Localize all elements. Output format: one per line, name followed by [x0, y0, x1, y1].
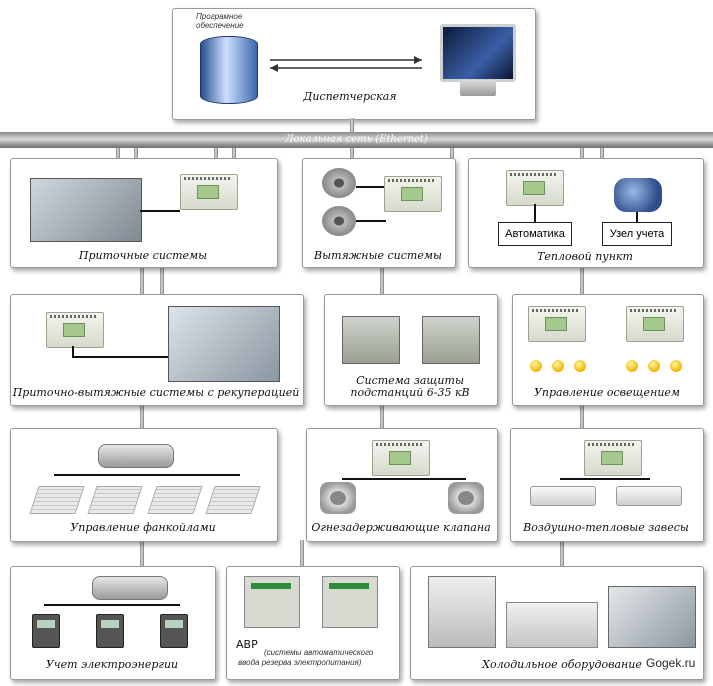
plc-controller-icon [506, 170, 564, 206]
control-wire [72, 346, 74, 358]
substation-label-line1: Система защиты [356, 374, 464, 387]
air-curtain-icon [616, 486, 682, 506]
cooling-label: Холодильное оборудование [482, 658, 642, 671]
plc-controller-icon [372, 440, 430, 476]
network-cable [600, 148, 604, 160]
electricity-meter-icon [32, 614, 60, 648]
network-cable [232, 148, 236, 160]
network-label: Локальная сеть (Ethernet) [285, 134, 428, 145]
plc-controller-icon [626, 306, 684, 342]
network-cable [140, 268, 144, 294]
monitor-icon [440, 24, 516, 82]
light-bulb-icon [552, 360, 564, 372]
network-switch-icon [98, 444, 174, 468]
relay-cabinet-icon [422, 316, 480, 364]
software-label: Програмное обеспечение [196, 12, 244, 30]
fancoil-cassette-icon [205, 486, 261, 514]
network-cable [140, 404, 144, 428]
control-room-label: Диспетчерская [303, 90, 397, 103]
substation-label-line2: подстанций 6-35 кВ [350, 386, 470, 399]
light-bulb-icon [574, 360, 586, 372]
plc-controller-icon [180, 174, 238, 210]
flow-meter-icon [614, 178, 662, 212]
relay-cabinet-icon [342, 316, 400, 364]
industrial-chiller-icon [608, 586, 696, 648]
database-icon [200, 36, 258, 104]
network-bus [0, 132, 713, 148]
network-cable [116, 148, 120, 160]
control-wire [72, 356, 168, 358]
fancoil-label: Управление фанкойлами [70, 521, 216, 534]
recuperation-label: Приточно-вытяжные системы с рекуперацией [12, 386, 300, 399]
light-bulb-icon [530, 360, 542, 372]
monitor-stand [460, 80, 496, 96]
avr-subtitle-line1: (системы автоматического [264, 648, 374, 657]
light-bulb-icon [670, 360, 682, 372]
control-wire [342, 478, 466, 480]
control-wire [54, 474, 240, 476]
avr-cabinet-icon [322, 576, 378, 628]
sync-arrows-icon [266, 54, 426, 74]
network-cable [450, 148, 454, 160]
electricity-meter-icon [160, 614, 188, 648]
electricity-meter-icon [96, 614, 124, 648]
exhaust-systems-label: Вытяжные системы [314, 249, 442, 262]
network-cable [300, 540, 304, 566]
control-wire [140, 210, 180, 212]
network-cable [350, 118, 354, 132]
chiller-icon [428, 576, 496, 648]
air-curtain-label: Воздушно-тепловые завесы [523, 521, 689, 534]
heat-point-label: Тепловой пункт [537, 250, 633, 263]
light-bulb-icon [626, 360, 638, 372]
recuperator-unit-icon [168, 306, 280, 382]
control-wire [44, 604, 180, 606]
control-wire [534, 204, 536, 222]
meter-unit-box: Узел учета [602, 222, 672, 246]
automation-box: Автоматика [498, 222, 572, 246]
air-handling-unit-icon [30, 178, 142, 242]
fan-icon [322, 168, 356, 198]
avr-title: АВР [236, 638, 258, 651]
network-cable [140, 540, 144, 566]
control-wire [356, 220, 386, 222]
fire-damper-icon [448, 482, 484, 514]
supply-systems-label: Приточные системы [78, 249, 208, 262]
network-switch-icon [92, 576, 168, 600]
control-wire [560, 478, 650, 480]
light-bulb-icon [648, 360, 660, 372]
network-cable [160, 268, 164, 294]
network-cable [350, 148, 354, 160]
fancoil-cassette-icon [87, 486, 143, 514]
lighting-label: Управление освещением [533, 386, 681, 399]
fan-icon [322, 206, 356, 236]
avr-cabinet-icon [244, 576, 300, 628]
fire-damper-icon [320, 482, 356, 514]
fancoil-cassette-icon [29, 486, 85, 514]
air-curtain-icon [530, 486, 596, 506]
watermark: Gogek.ru [646, 656, 696, 670]
network-cable [134, 148, 138, 160]
control-wire [356, 186, 386, 188]
network-cable [214, 148, 218, 160]
avr-subtitle-line2: ввода резерва электропитания) [238, 658, 362, 667]
plc-controller-icon [384, 176, 442, 212]
plc-controller-icon [584, 440, 642, 476]
network-cable [380, 404, 384, 428]
network-cable [580, 148, 584, 160]
control-wire [636, 212, 638, 222]
rooftop-unit-icon [506, 602, 598, 648]
fire-valves-label: Огнезадерживающие клапана [311, 521, 491, 534]
network-cable [580, 268, 584, 294]
network-cable [560, 540, 564, 566]
electricity-label: Учет электроэнергии [45, 658, 179, 671]
network-cable [380, 268, 384, 294]
plc-controller-icon [46, 312, 104, 348]
network-cable [580, 404, 584, 428]
fancoil-cassette-icon [147, 486, 203, 514]
plc-controller-icon [528, 306, 586, 342]
